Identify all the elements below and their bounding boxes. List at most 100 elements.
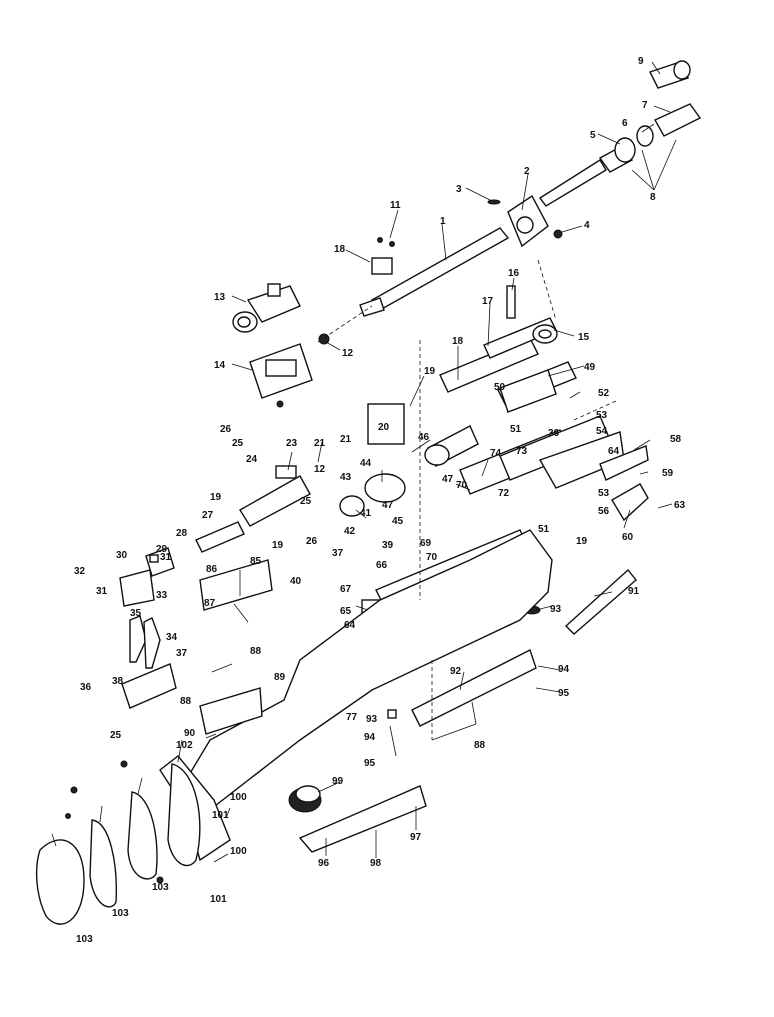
callout-label: 11 (390, 200, 401, 211)
callout-label: 5 (590, 130, 596, 141)
callout-label: 50 (494, 382, 506, 393)
callout-label: 24 (246, 454, 258, 465)
callout-label: 93 (366, 714, 378, 725)
callout-label: 101 (212, 810, 229, 821)
callout-label: 43 (340, 472, 352, 483)
callout-label: 40 (290, 576, 302, 587)
callout-label: 93 (550, 604, 562, 615)
callout-label: 15 (578, 332, 590, 343)
callout-label: 94 (558, 664, 570, 675)
callout-label: 18 (452, 336, 464, 347)
callout-label: 39 (382, 540, 394, 551)
callout-label: 33 (156, 590, 168, 601)
callout-label: 100 (230, 846, 247, 857)
callout-label: 25 (300, 496, 312, 507)
callout-label: 1 (440, 216, 446, 227)
callout-label: 32 (74, 566, 86, 577)
callout-label: 73 (516, 446, 528, 457)
callout-label: 95 (364, 758, 376, 769)
callout-label: 52 (598, 388, 610, 399)
callout-label: 19 (576, 536, 588, 547)
callout-label: 7 (642, 100, 648, 111)
callout-label: 12 (342, 348, 354, 359)
callout-label: 19 (210, 492, 222, 503)
callout-label: 70 (456, 480, 468, 491)
callout-label: 65 (340, 606, 352, 617)
callout-label: 27 (202, 510, 214, 521)
callout-label: 86 (206, 564, 218, 575)
callout-label: 21 (340, 434, 352, 445)
callout-label: 87 (204, 598, 216, 609)
callout-label: 44 (360, 458, 372, 469)
callout-label: 26 (220, 424, 232, 435)
callout-label: 102 (176, 740, 193, 751)
callout-label: 29 (156, 544, 168, 555)
callout-label: 96 (318, 858, 330, 869)
callout-label: 103 (112, 908, 129, 919)
callout-label: 94 (364, 732, 376, 743)
callout-label: 103 (76, 934, 93, 945)
callout-label: 45 (392, 516, 404, 527)
callout-label: 47 (382, 500, 394, 511)
receiver-parts (119, 285, 577, 709)
callout-label: 51 (538, 524, 550, 535)
callout-label: 60 (622, 532, 634, 543)
callout-label: 35 (130, 608, 142, 619)
callout-label: 59 (662, 468, 674, 479)
callout-label: 49 (584, 362, 596, 373)
callout-label: 18 (334, 244, 346, 255)
callout-label: 74 (490, 448, 502, 459)
callout-label: 46 (418, 432, 430, 443)
callout-label: 28 (176, 528, 188, 539)
callout-label: 97 (410, 832, 422, 843)
callout-label: 100 (230, 792, 247, 803)
callout-label: 103 (152, 882, 169, 893)
callout-label: 31 (96, 586, 108, 597)
callout-label: 98 (370, 858, 382, 869)
callout-label: 14 (214, 360, 226, 371)
callout-label: 2 (524, 166, 530, 177)
callout-label: 19 (272, 540, 284, 551)
callout-label: 51 (510, 424, 522, 435)
callout-label: 37 (176, 648, 188, 659)
callout-label: 69 (420, 538, 432, 549)
callout-label: 42 (344, 526, 356, 537)
callout-label: 6 (622, 118, 628, 129)
callout-label: 63 (674, 500, 686, 511)
callout-label: 72 (498, 488, 510, 499)
callout-label: 4 (584, 220, 590, 231)
callout-label: 19 (424, 366, 436, 377)
barrel-assembly (359, 60, 702, 317)
callout-label: 8 (650, 192, 656, 203)
rear-sight-parts (232, 283, 330, 408)
callout-label: 31 (160, 552, 172, 563)
callout-label: 56 (598, 506, 610, 517)
butt-plate-parts (35, 760, 201, 925)
callout-label: 99 (332, 776, 344, 787)
callout-label: 17 (482, 296, 494, 307)
callout-label: 53 (596, 410, 608, 421)
callout-label: 38 (112, 676, 124, 687)
callout-label: 30 (116, 550, 128, 561)
callout-label: 64 (344, 620, 356, 631)
callout-label: 101 (210, 894, 227, 905)
callout-label: 58 (670, 434, 682, 445)
callout-label: 36 (548, 428, 560, 439)
callout-label: 85 (250, 556, 262, 567)
callout-label: 95 (558, 688, 570, 699)
callout-label: 16 (508, 268, 520, 279)
callout-label: 67 (340, 584, 352, 595)
assembly-lines (317, 259, 619, 740)
callout-label: 25 (110, 730, 122, 741)
callout-label: 36 (80, 682, 92, 693)
callout-label: 77 (346, 712, 358, 723)
callout-label: 37 (332, 548, 344, 559)
callout-label: 47 (442, 474, 454, 485)
callout-label: 53 (598, 488, 610, 499)
leader-lines (51, 61, 677, 863)
callout-label: 25 (232, 438, 244, 449)
callout-label: 26 (306, 536, 318, 547)
callout-label: 20 (378, 422, 390, 433)
callout-label: 88 (250, 646, 262, 657)
